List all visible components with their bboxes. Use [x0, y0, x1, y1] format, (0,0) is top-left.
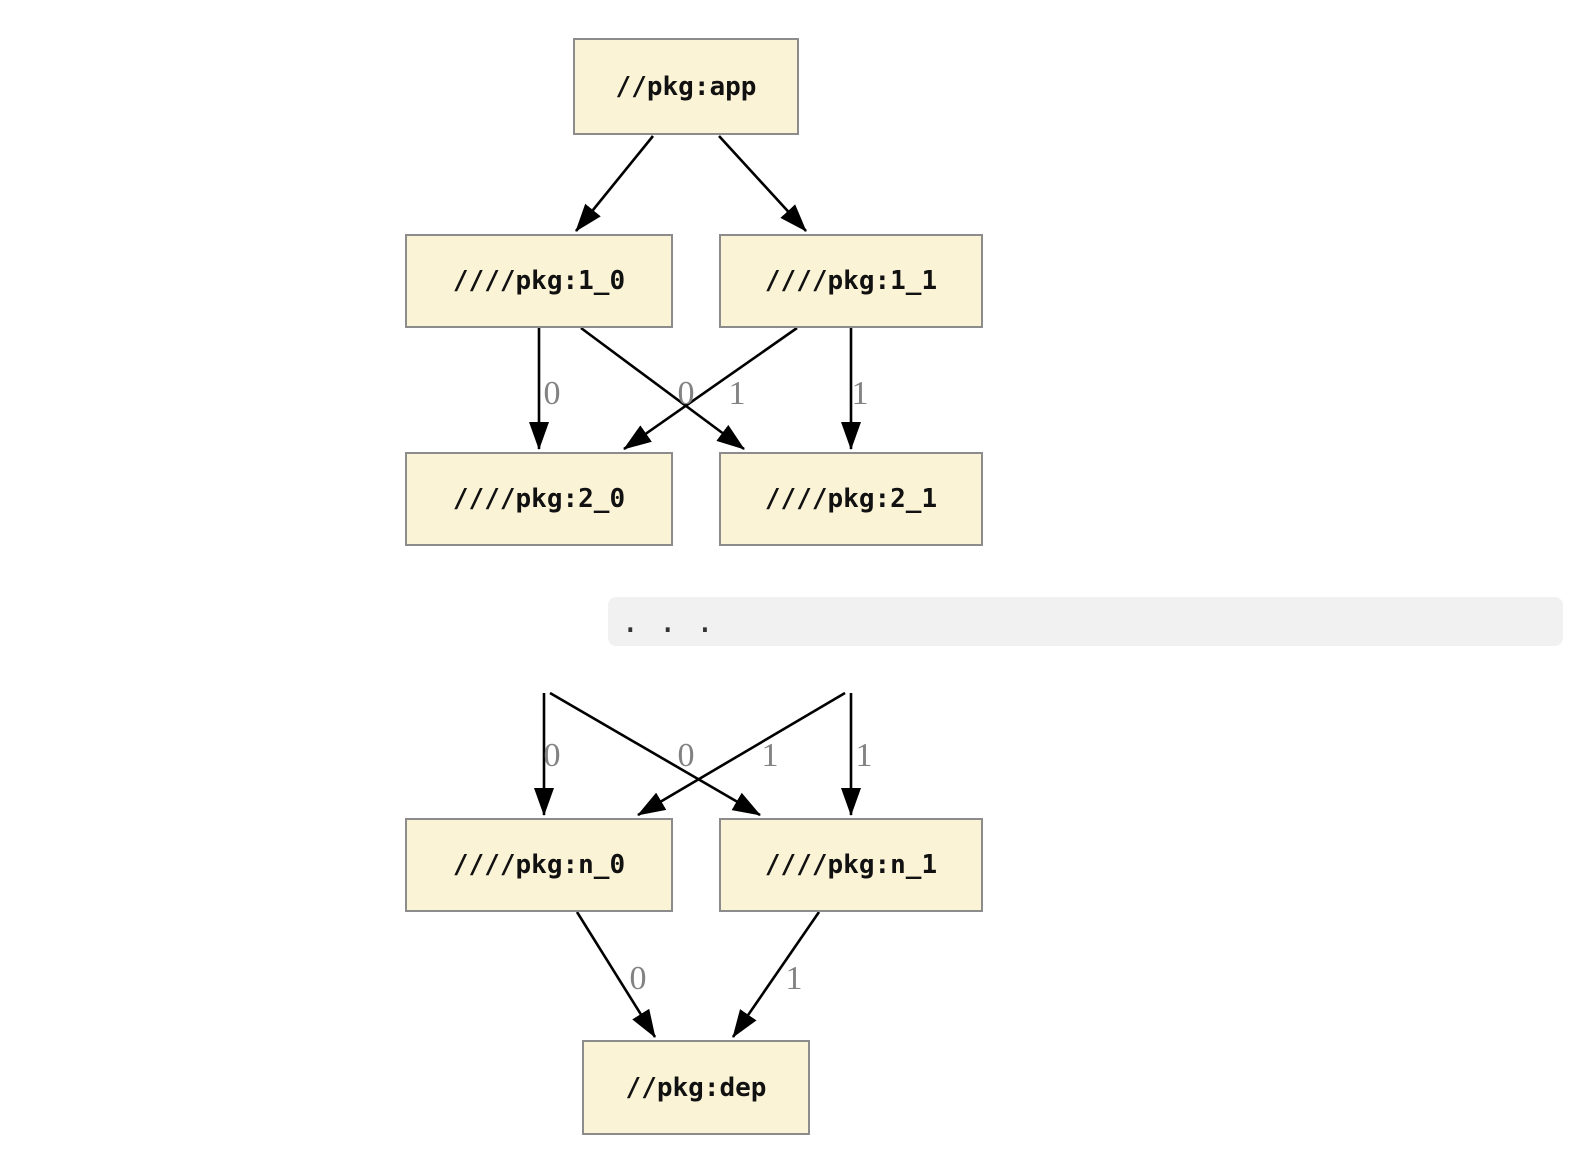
edge-label-hidden-n_0-left: 0 [543, 737, 561, 774]
edge-label-1_1-2_0: 0 [677, 375, 695, 412]
edge-hidden-to-n_1-cross [549, 691, 761, 817]
edge-label-hidden-n_1-right: 1 [855, 737, 873, 774]
node-pkg-dep: //pkg:dep [582, 1040, 810, 1135]
edge-n_1-to-dep [731, 911, 821, 1038]
edge-label-1_0-2_1: 1 [728, 375, 746, 412]
edge-label-1_1-2_1: 1 [851, 375, 869, 412]
edge-label-n_0-dep: 0 [629, 960, 647, 997]
edge-label-hidden-n_1-cross: 1 [761, 737, 779, 774]
ellipsis-code-block: . . . [608, 597, 1563, 646]
edge-hidden-to-n_0-cross [637, 691, 846, 817]
node-pkg-1_0: ////pkg:1_0 [405, 234, 673, 328]
edge-app-to-1_0 [574, 135, 655, 232]
node-pkg-app: //pkg:app [573, 38, 799, 135]
node-pkg-n_0: ////pkg:n_0 [405, 818, 673, 912]
edge-1_0-to-2_1 [580, 326, 745, 451]
edge-label-1_0-2_0: 0 [543, 375, 561, 412]
edge-1_1-to-2_0 [623, 326, 798, 451]
ellipsis-text: . . . [621, 603, 715, 640]
node-pkg-2_1: ////pkg:2_1 [719, 452, 983, 546]
node-pkg-1_1: ////pkg:1_1 [719, 234, 983, 328]
node-pkg-n_1: ////pkg:n_1 [719, 818, 983, 912]
edge-app-to-1_1 [718, 135, 807, 232]
node-pkg-2_0: ////pkg:2_0 [405, 452, 673, 546]
edge-label-n_1-dep: 1 [785, 960, 803, 997]
edge-n_0-to-dep [575, 911, 657, 1038]
edge-label-hidden-n_0-cross: 0 [677, 737, 695, 774]
